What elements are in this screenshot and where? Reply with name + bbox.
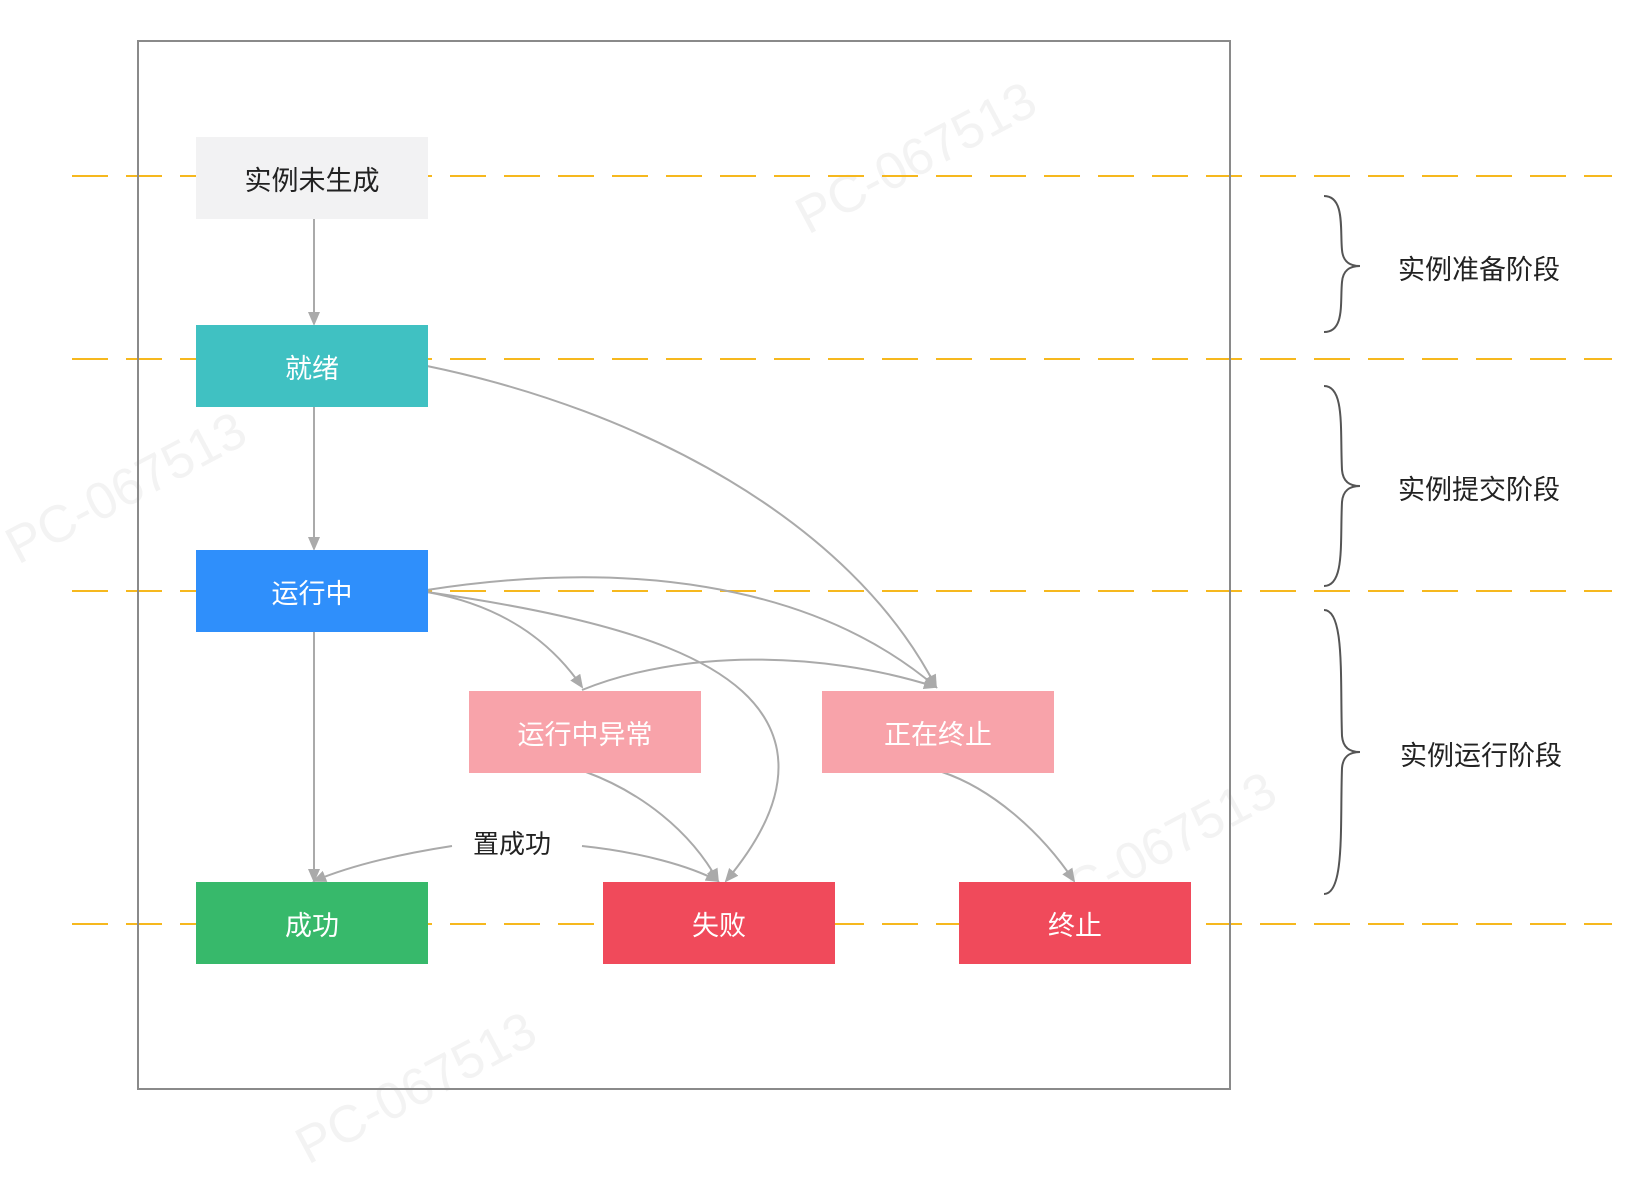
phase-label-submit: 实例提交阶段 xyxy=(1398,475,1560,506)
edge-running-to-failed xyxy=(426,591,780,883)
state-node-not-created: 实例未生成 xyxy=(196,137,428,219)
edge-running-error-to-terminating xyxy=(581,658,938,691)
diagram-frame xyxy=(137,40,1231,1090)
edge-ready-to-terminating xyxy=(426,365,937,689)
edge-terminating-to-terminated xyxy=(941,771,1076,883)
connector-layer xyxy=(72,175,1612,925)
edge-running-error-to-failed xyxy=(585,771,719,883)
state-node-running-error: 运行中异常 xyxy=(469,691,701,773)
state-diagram: PC-067513 PC-067513 PC-067513 PC-067513 xyxy=(0,40,1612,1176)
state-node-running: 运行中 xyxy=(196,550,428,632)
phase-label-prepare: 实例准备阶段 xyxy=(1398,255,1560,286)
state-node-ready: 就绪 xyxy=(196,325,428,407)
state-node-failed: 失败 xyxy=(603,882,835,964)
state-node-success: 成功 xyxy=(196,882,428,964)
brace-run-phase xyxy=(1323,609,1361,895)
state-node-terminating: 正在终止 xyxy=(822,691,1054,773)
edge-set-success-to-success xyxy=(312,845,453,882)
brace-submit-phase xyxy=(1323,385,1361,587)
edge-running-to-running-error xyxy=(426,591,584,689)
edge-label-set-success: 置成功 xyxy=(467,824,558,861)
edge-set-success-to-failed xyxy=(581,845,720,882)
phase-label-run: 实例运行阶段 xyxy=(1400,741,1562,772)
state-node-terminated: 终止 xyxy=(959,882,1191,964)
brace-prepare-phase xyxy=(1323,195,1361,333)
edge-running-to-terminating xyxy=(426,576,938,689)
